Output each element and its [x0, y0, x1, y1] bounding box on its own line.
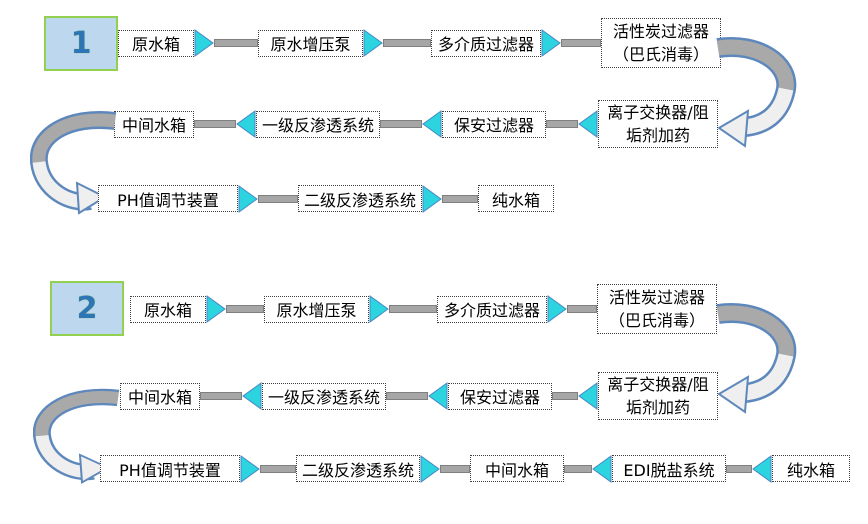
flow1-row2: 中间水箱 一级反渗透系统 保安过滤器 离子交换器/阻 垢剂加药 — [114, 100, 718, 148]
connector-bar — [389, 305, 437, 313]
connector-bar — [564, 464, 592, 473]
flow-arrow-right-icon — [240, 454, 260, 483]
node-booster-pump: 原水增压泵 — [264, 295, 369, 323]
node-intermediate-tank: 中间水箱 — [470, 455, 564, 482]
connector-bar — [442, 194, 478, 203]
connector-bar — [546, 120, 578, 128]
flow-arrow-left-icon — [236, 110, 256, 138]
node-multimedia-filter: 多介质过滤器 — [431, 29, 541, 57]
curved-arrow-down-left — [33, 388, 120, 484]
connector-bar — [200, 392, 242, 400]
node-booster-pump: 原水增压泵 — [258, 29, 363, 57]
node-ro-stage1: 一级反渗透系统 — [256, 110, 380, 138]
node-pure-water-tank: 纯水箱 — [478, 185, 554, 212]
node-carbon-filter: 活性炭过滤器 （巴氏消毒） — [601, 18, 721, 68]
node-carbon-filter: 活性炭过滤器 （巴氏消毒） — [597, 284, 717, 334]
flow-arrow-right-icon — [369, 295, 389, 323]
flow-arrow-right-icon — [547, 295, 567, 323]
node-raw-water-tank: 原水箱 — [130, 295, 206, 323]
flow-arrow-left-icon — [592, 454, 612, 483]
connector-bar — [194, 120, 236, 128]
node-security-filter: 保安过滤器 — [448, 382, 552, 410]
flow1-row3: PH值调节装置 二级反渗透系统 纯水箱 — [98, 184, 554, 213]
node-ro-stage2: 二级反渗透系统 — [298, 185, 422, 212]
flow2-row3: PH值调节装置 二级反渗透系统 中间水箱 EDI脱盐系统 纯水箱 — [100, 454, 850, 483]
curved-arrow-down-left — [30, 111, 117, 215]
flow2-number-badge: 2 — [50, 281, 124, 336]
flow2-row2: 中间水箱 一级反渗透系统 保安过滤器 离子交换器/阻 垢剂加药 — [120, 372, 718, 420]
node-pure-water-tank: 纯水箱 — [772, 455, 850, 482]
node-raw-water-tank: 原水箱 — [118, 29, 194, 57]
node-security-filter: 保安过滤器 — [442, 110, 546, 138]
flow-arrow-right-icon — [206, 295, 226, 323]
flow-arrow-right-icon — [363, 29, 383, 57]
node-ph-adjuster: PH值调节装置 — [100, 455, 240, 482]
node-edi-system: EDI脱盐系统 — [612, 455, 726, 482]
flow-arrow-right-icon — [422, 184, 442, 213]
node-ion-exchanger: 离子交换器/阻 垢剂加药 — [598, 372, 718, 420]
curved-arrow-down-right — [716, 303, 797, 414]
flow-arrow-right-icon — [238, 184, 258, 213]
node-ro-stage2: 二级反渗透系统 — [296, 455, 420, 482]
flow-arrow-left-icon — [428, 382, 448, 410]
flow1-number: 1 — [70, 26, 92, 61]
flow-arrow-right-icon — [541, 29, 561, 57]
node-intermediate-tank: 中间水箱 — [120, 382, 200, 410]
curved-arrow-down-right — [716, 37, 797, 148]
connector-bar — [440, 464, 470, 473]
flow1-row1: 原水箱 原水增压泵 多介质过滤器 活性炭过滤器 （巴氏消毒） — [118, 17, 721, 69]
connector-bar — [567, 305, 597, 313]
flow-arrow-left-icon — [242, 382, 262, 410]
connector-bar — [552, 392, 578, 400]
flow1-number-badge: 1 — [44, 16, 118, 71]
connector-bar — [386, 392, 428, 400]
connector-bar — [226, 305, 264, 313]
connector-bar — [380, 120, 422, 128]
flow2-row1: 原水箱 原水增压泵 多介质过滤器 活性炭过滤器 （巴氏消毒） — [130, 283, 717, 335]
connector-bar — [258, 194, 298, 203]
flow-arrow-left-icon — [422, 110, 442, 138]
connector-bar — [726, 464, 752, 473]
flow-arrow-left-icon — [578, 382, 598, 410]
node-multimedia-filter: 多介质过滤器 — [437, 295, 547, 323]
flow2-number: 2 — [76, 291, 98, 326]
flow-arrow-right-icon — [194, 29, 214, 57]
connector-bar — [561, 39, 601, 47]
node-ion-exchanger: 离子交换器/阻 垢剂加药 — [598, 100, 718, 148]
node-ro-stage1: 一级反渗透系统 — [262, 382, 386, 410]
connector-bar — [260, 464, 296, 473]
connector-bar — [214, 39, 258, 47]
node-intermediate-tank: 中间水箱 — [114, 110, 194, 138]
connector-bar — [383, 39, 431, 47]
flow-arrow-right-icon — [420, 454, 440, 483]
node-ph-adjuster: PH值调节装置 — [98, 185, 238, 212]
flow-arrow-left-icon — [578, 110, 598, 138]
flow-arrow-left-icon — [752, 454, 772, 483]
